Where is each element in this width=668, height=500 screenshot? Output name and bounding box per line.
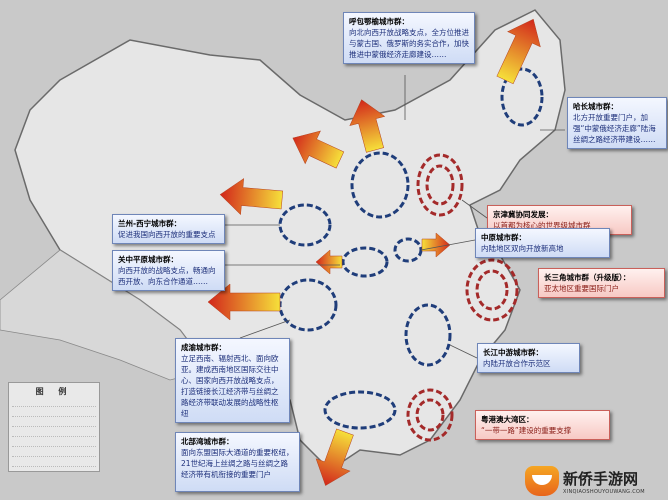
callout-beibuwan: 北部湾城市群： 面向东盟国际大通道的重要枢纽，21世纪海上丝绸之路与丝绸之路经济带… (175, 432, 300, 492)
callout-text: 亚太地区重要国际门户 (544, 284, 619, 293)
callout-text: “一带一路”建设的重要支撑 (481, 426, 572, 435)
cluster-ring-yuegangao-inner (415, 398, 445, 432)
callout-guanzhong: 关中平原城市群： 向西开放的战略支点，畅通向西开放、向东合作通道…… (112, 250, 225, 291)
callout-hubaoeyu: 呼包鄂榆城市群： 向北向西开放战略支点，全方位推进与蒙古国、俄罗斯的务实合作，加快… (343, 12, 475, 64)
callout-title: 长三角城市群（升级版）： (544, 273, 631, 282)
arrow-icon (207, 283, 281, 321)
cluster-ring-jingjinji-inner (425, 164, 455, 206)
logo-icon (525, 466, 559, 496)
callout-text: 面向东盟国际大通道的重要枢纽，21世纪海上丝绸之路与丝绸之路经济带有机衔接的重要… (181, 448, 294, 479)
arrow-icon (292, 130, 345, 169)
callout-title: 成渝城市群： (181, 343, 226, 352)
callout-text: 北方开放重要门户，加强“中蒙俄经济走廊”陆海丝绸之路经济带建设…… (573, 113, 656, 144)
cluster-ring-hubaoeyu (350, 151, 410, 219)
callout-text: 立足西南、辐射西北、面向欧亚。建成西南地区国际交往中心、国家向西开放战略支点，打… (181, 354, 279, 418)
callout-title: 北部湾城市群： (181, 437, 234, 446)
callout-lanxi: 兰州-西宁城市群： 促进我国向西开放的重要支点 (112, 214, 225, 244)
arrow-icon (315, 249, 343, 275)
callout-title: 关中平原城市群： (118, 255, 178, 264)
arrow-icon (349, 99, 386, 153)
callout-text: 以首都为核心的世界级城市群 (493, 221, 591, 230)
logo-name: 新侨手游网 (563, 469, 639, 488)
map-legend: 图 例 (8, 382, 100, 472)
cluster-ring-hachang (500, 67, 544, 127)
cluster-ring-yuegangao (406, 388, 454, 442)
cluster-ring-changjiang (404, 303, 452, 367)
callout-title: 兰州-西宁城市群： (118, 219, 182, 228)
callout-title: 粤港澳大湾区： (481, 415, 534, 424)
callout-title: 哈长城市群： (573, 102, 618, 111)
callout-text: 促进我国向西开放的重要支点 (118, 230, 216, 239)
callout-text: 内陆开放合作示范区 (483, 359, 551, 368)
cluster-ring-changsanjiao-inner (475, 269, 509, 311)
arrow-icon (315, 428, 354, 486)
callout-yuegangao: 粤港澳大湾区： “一带一路”建设的重要支撑 (475, 410, 610, 440)
watermark-logo: 新侨手游网 XINQIAOSHOUYOUWANG.COM (525, 462, 668, 500)
arrow-icon (219, 178, 284, 215)
callout-changjiang: 长江中游城市群： 内陆开放合作示范区 (477, 343, 580, 373)
arrow-icon (421, 232, 451, 258)
callout-text: 内陆地区双向开放新高地 (481, 244, 564, 253)
callout-text: 向西开放的战略支点，畅通向西开放、向东合作通道…… (118, 266, 216, 286)
cluster-ring-guanzhong (341, 246, 389, 278)
callout-title: 京津冀协同发展： (493, 210, 553, 219)
callout-zhongyuan: 中原城市群： 内陆地区双向开放新高地 (475, 228, 610, 258)
legend-title: 图 例 (35, 387, 73, 396)
cluster-ring-jingjinji (416, 153, 464, 217)
logo-url: XINQIAOSHOUYOUWANG.COM (563, 488, 645, 495)
cluster-ring-changsanjiao (465, 258, 519, 322)
callout-text: 向北向西开放战略支点，全方位推进与蒙古国、俄罗斯的务实合作，加快推进中蒙俄经济走… (349, 28, 469, 59)
callout-chengyu: 成渝城市群： 立足西南、辐射西北、面向欧亚。建成西南地区国际交往中心、国家向西开放… (175, 338, 290, 423)
callout-changsanjiao: 长三角城市群（升级版）： 亚太地区重要国际门户 (538, 268, 665, 298)
callout-hachang: 哈长城市群： 北方开放重要门户，加强“中蒙俄经济走廊”陆海丝绸之路经济带建设…… (567, 97, 667, 149)
callout-title: 中原城市群： (481, 233, 526, 242)
arrow-icon (496, 18, 541, 85)
callout-title: 呼包鄂榆城市群： (349, 17, 409, 26)
cluster-ring-lanxi (278, 203, 332, 247)
callout-title: 长江中游城市群： (483, 348, 543, 357)
cluster-ring-beibuwan (323, 390, 397, 430)
